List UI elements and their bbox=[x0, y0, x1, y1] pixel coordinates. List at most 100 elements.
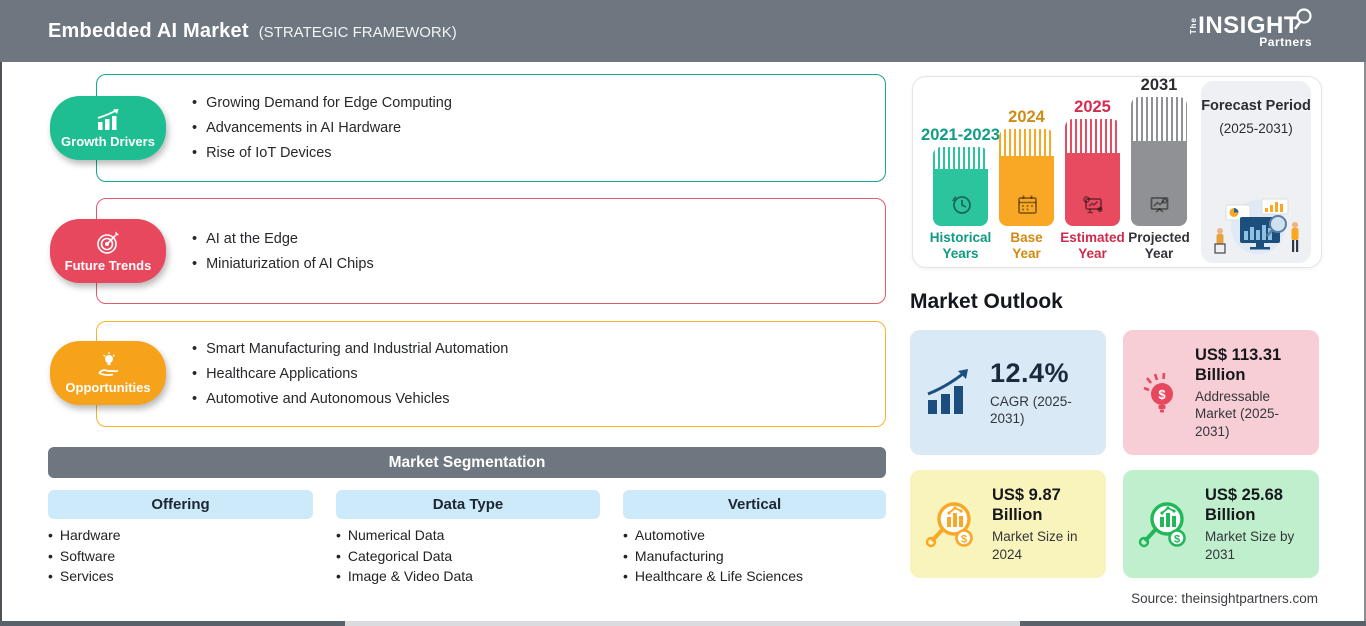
timeline-bar-label: Historical Years bbox=[906, 230, 1016, 262]
projection-screen-icon bbox=[1150, 197, 1169, 213]
market-size-2024-value: US$ 9.87 Billion bbox=[992, 485, 1061, 525]
label-line: Projected bbox=[1128, 230, 1190, 245]
forecast-period-panel: Forecast Period (2025-2031) bbox=[1201, 81, 1311, 263]
future-trends-badge-label: Future Trends bbox=[64, 257, 152, 273]
forecast-period-title: Forecast Period bbox=[1201, 98, 1311, 114]
addressable-market-card: $ US$ 113.31 Billion Addressable Market … bbox=[1123, 330, 1319, 455]
bar-solid bbox=[999, 156, 1054, 226]
addressable-market-desc: Addressable Market (2025-2031) bbox=[1195, 388, 1280, 439]
bar-stripes bbox=[1065, 119, 1120, 153]
logo-insight: INSIGHT bbox=[1198, 12, 1299, 39]
timeline-bar-label: Estimated Year bbox=[1038, 230, 1148, 262]
card-text: US$ 113.31 Billion Addressable Market (2… bbox=[1195, 345, 1305, 441]
list-item: Growing Demand for Edge Computing bbox=[192, 95, 885, 111]
opportunities-list: Smart Manufacturing and Industrial Autom… bbox=[97, 322, 885, 426]
segmentation-column-data-type: Data Type bbox=[336, 490, 600, 519]
market-size-2024-desc: Market Size in 2024 bbox=[992, 529, 1078, 562]
list-item: Advancements in AI Hardware bbox=[192, 120, 885, 136]
bar-solid bbox=[1065, 153, 1120, 226]
segmentation-column-offering: Offering bbox=[48, 490, 313, 519]
forecast-period-range: (2025-2031) bbox=[1219, 121, 1293, 137]
bar-solid bbox=[1131, 141, 1187, 226]
timeline-bar-label: Projected Year bbox=[1104, 230, 1214, 262]
window-left-edge bbox=[0, 62, 2, 621]
svg-text:$: $ bbox=[1158, 387, 1166, 402]
growth-drivers-box: Growing Demand for Edge Computing Advanc… bbox=[96, 74, 886, 182]
market-size-2031-desc: Market Size by 2031 bbox=[1205, 529, 1295, 562]
list-item: Smart Manufacturing and Industrial Autom… bbox=[192, 341, 885, 357]
bar-stripes bbox=[999, 129, 1054, 156]
label-line: Year bbox=[1144, 245, 1174, 261]
growth-chart-icon bbox=[927, 368, 968, 414]
growth-drivers-list: Growing Demand for Edge Computing Advanc… bbox=[97, 75, 885, 181]
bar-chart-arrow-icon bbox=[97, 108, 119, 130]
market-segmentation-header: Market Segmentation bbox=[48, 447, 886, 478]
growth-drivers-badge: Growth Drivers bbox=[50, 96, 166, 160]
cagr-card: 12.4% CAGR (2025-2031) bbox=[910, 330, 1106, 455]
opportunities-badge: Opportunities bbox=[50, 341, 166, 405]
market-size-2031-card: $ US$ 25.68 Billion Market Size by 2031 bbox=[1123, 470, 1319, 578]
card-text: US$ 9.87 Billion Market Size in 2024 bbox=[992, 485, 1092, 563]
list-item: Miniaturization of AI Chips bbox=[192, 256, 885, 272]
segmentation-column-vertical: Vertical bbox=[623, 490, 886, 519]
source-attribution: Source: theinsightpartners.com bbox=[1131, 591, 1318, 606]
page-title-main: Embedded AI Market bbox=[48, 19, 249, 42]
card-text: 12.4% CAGR (2025-2031) bbox=[990, 357, 1092, 428]
bar-stripes bbox=[1131, 97, 1187, 141]
list-item: Healthcare & Life Sciences bbox=[623, 566, 803, 587]
timeline-panel: 2021-2023 Historical Years 2024 bbox=[912, 76, 1322, 268]
list-item: Automotive and Autonomous Vehicles bbox=[192, 391, 885, 407]
scrollbar-thumb[interactable] bbox=[345, 621, 1020, 626]
card-text: US$ 25.68 Billion Market Size by 2031 bbox=[1205, 485, 1305, 563]
opportunities-box: Smart Manufacturing and Industrial Autom… bbox=[96, 321, 886, 427]
svg-text:$: $ bbox=[961, 534, 967, 546]
list-item: AI at the Edge bbox=[192, 231, 885, 247]
list-item: Software bbox=[48, 546, 121, 567]
analytics-screen-icon bbox=[1082, 196, 1103, 214]
growth-drivers-badge-label: Growth Drivers bbox=[61, 133, 155, 149]
offering-list: Hardware Software Services bbox=[48, 525, 121, 587]
timeline-bar-label: Base Year bbox=[972, 230, 1082, 262]
timeline-bar bbox=[933, 147, 988, 226]
future-trends-list: AI at the Edge Miniaturization of AI Chi… bbox=[97, 199, 885, 303]
label-line: Year bbox=[1012, 245, 1041, 261]
list-item: Hardware bbox=[48, 525, 121, 546]
market-size-2031-value: US$ 25.68 Billion bbox=[1205, 485, 1283, 525]
future-trends-box: AI at the Edge Miniaturization of AI Chi… bbox=[96, 198, 886, 304]
opportunities-badge-label: Opportunities bbox=[65, 380, 151, 395]
vertical-list: Automotive Manufacturing Healthcare & Li… bbox=[623, 525, 803, 587]
timeline-year: 2021-2023 bbox=[921, 126, 1000, 144]
label-line: Year bbox=[1078, 245, 1107, 261]
timeline-year: 2025 bbox=[1074, 98, 1111, 116]
label-line: Historical bbox=[929, 230, 992, 245]
label-line: Estimated bbox=[1060, 230, 1125, 245]
market-outlook-title: Market Outlook bbox=[910, 290, 1063, 313]
timeline-bar bbox=[1065, 119, 1120, 226]
list-item: Healthcare Applications bbox=[192, 366, 885, 382]
bar-solid bbox=[933, 169, 988, 226]
timeline-year: 2031 bbox=[1140, 76, 1178, 94]
list-item: Image & Video Data bbox=[336, 566, 473, 587]
clock-icon bbox=[951, 196, 971, 214]
market-size-2024-card: $ US$ 9.87 Billion Market Size in 2024 bbox=[910, 470, 1106, 578]
future-trends-badge: Future Trends bbox=[50, 219, 166, 283]
target-icon bbox=[97, 231, 119, 254]
list-item: Services bbox=[48, 566, 121, 587]
data-type-list: Numerical Data Categorical Data Image & … bbox=[336, 525, 473, 587]
header-bar: Embedded AI Market (STRATEGIC FRAMEWORK)… bbox=[0, 0, 1366, 62]
magnifier-chart-icon: $ bbox=[1138, 502, 1186, 548]
cagr-desc: CAGR (2025-2031) bbox=[990, 393, 1072, 427]
page-title-subtitle: (STRATEGIC FRAMEWORK) bbox=[258, 23, 457, 41]
calendar-icon bbox=[1017, 195, 1037, 214]
insight-partners-logo: The INSIGHT Partners bbox=[1189, 8, 1314, 48]
list-item: Rise of IoT Devices bbox=[192, 145, 885, 161]
list-item: Automotive bbox=[623, 525, 803, 546]
list-item: Categorical Data bbox=[336, 546, 473, 567]
magnifier-chart-icon: $ bbox=[925, 502, 973, 548]
magnifier-lens-icon bbox=[1293, 8, 1312, 30]
timeline-year: 2024 bbox=[1008, 108, 1045, 126]
label-line: Base bbox=[1010, 230, 1043, 245]
horizontal-scrollbar[interactable] bbox=[0, 621, 1366, 626]
analysts-illustration bbox=[1214, 198, 1299, 254]
list-item: Numerical Data bbox=[336, 525, 473, 546]
